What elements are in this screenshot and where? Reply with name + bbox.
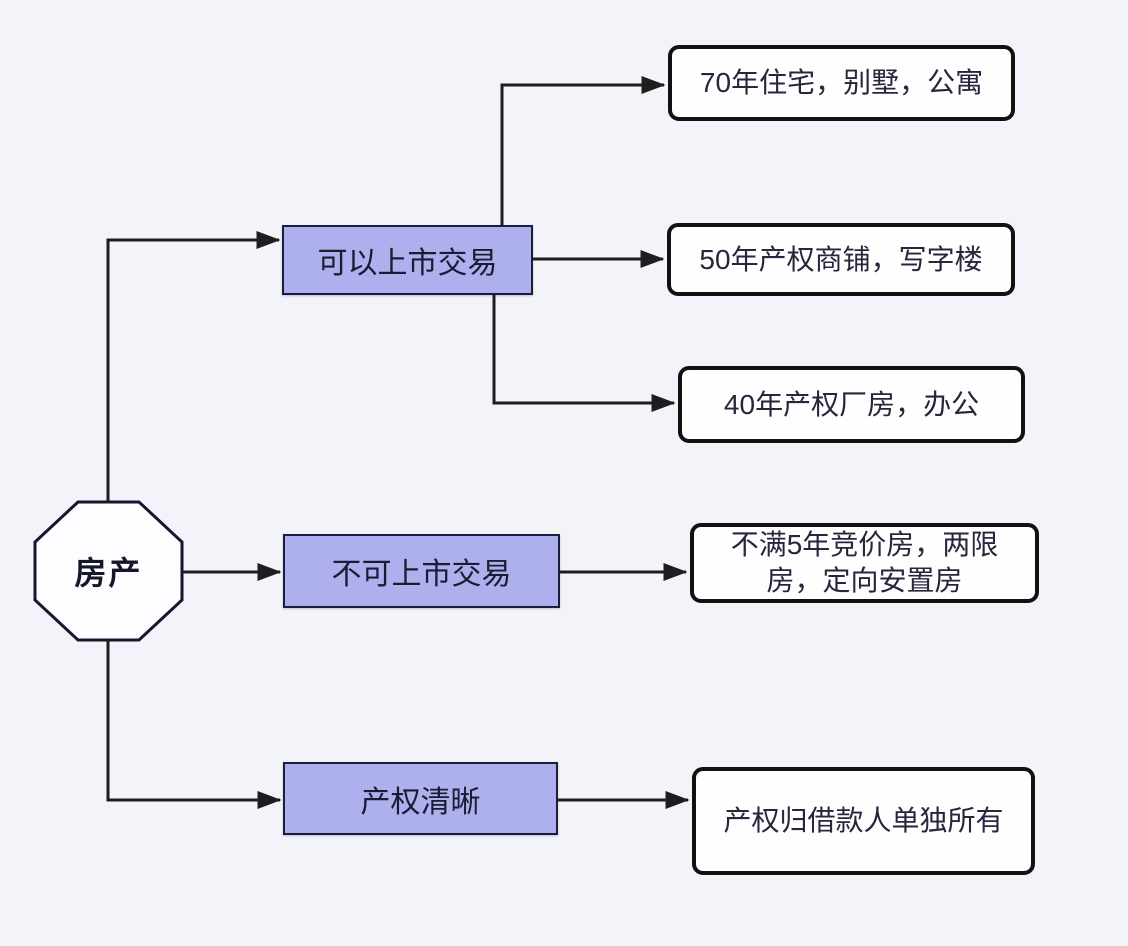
connector-branch1-to-leaf3	[492, 295, 676, 412]
leaf-node-sole-ownership: 产权归借款人单独所有	[692, 767, 1035, 875]
connector-root-to-branch1	[106, 231, 281, 502]
root-node-label: 房产	[74, 555, 143, 591]
branch-node-tradable: 可以上市交易	[282, 225, 533, 295]
branch-node-non-tradable: 不可上市交易	[283, 534, 560, 608]
leaf-node-restricted-housing: 不满5年竞价房，两限房，定向安置房	[690, 523, 1039, 603]
connector-branch1-to-leaf1	[500, 76, 666, 225]
leaf-node-50yr-commercial: 50年产权商铺，写字楼	[667, 223, 1015, 296]
leaf-node-70yr-residential: 70年住宅，别墅，公寓	[668, 45, 1015, 121]
root-octagon-shape	[33, 500, 184, 642]
branch-node-clear-title: 产权清晰	[283, 762, 558, 835]
leaf-node-40yr-industrial: 40年产权厂房，办公	[678, 366, 1025, 443]
connector-root-to-branch3	[106, 640, 282, 809]
